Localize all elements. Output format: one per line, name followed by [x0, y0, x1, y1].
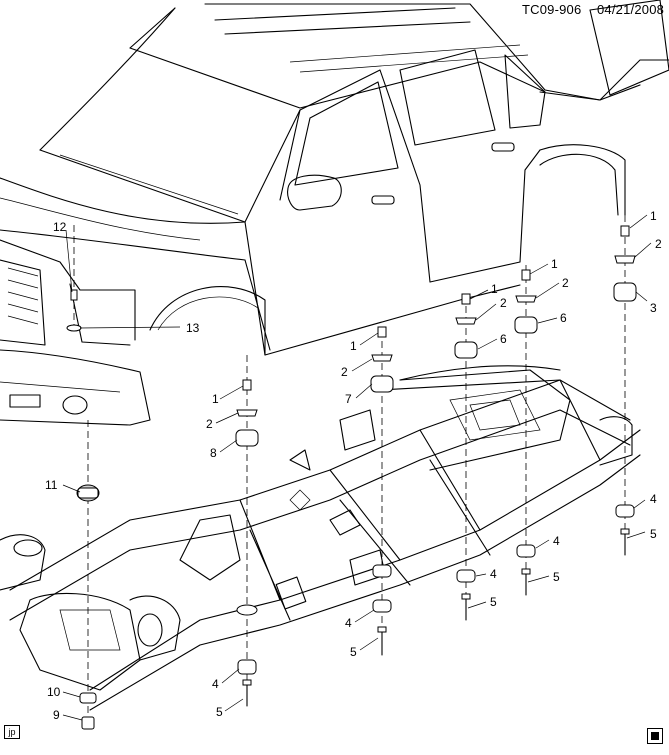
callout-5: 5 — [216, 705, 223, 719]
callout-5: 5 — [650, 527, 657, 541]
callout-1: 1 — [650, 209, 657, 223]
callout-2: 2 — [341, 365, 348, 379]
callout-5: 5 — [553, 570, 560, 584]
callout-9: 9 — [53, 708, 60, 722]
book-icon — [647, 728, 663, 744]
callout-5: 5 — [490, 595, 497, 609]
callout-6: 6 — [560, 311, 567, 325]
callout-4: 4 — [345, 616, 352, 630]
vehicle-body — [0, 0, 669, 426]
callout-5: 5 — [350, 645, 357, 659]
callout-2: 2 — [655, 237, 662, 251]
callout-1: 1 — [212, 392, 219, 406]
callout-12: 12 — [53, 220, 67, 234]
callout-numbers: 12 13 11 10 9 1 2 8 4 5 1 2 7 4 5 1 2 6 … — [45, 209, 662, 722]
callout-7: 7 — [345, 392, 352, 406]
callout-8: 8 — [210, 446, 217, 460]
callout-3: 3 — [650, 301, 657, 315]
callout-13: 13 — [186, 321, 200, 335]
callout-4: 4 — [212, 677, 219, 691]
drawing-date: 04/21/2008 — [597, 2, 665, 17]
drawing-code: TC09-906 — [522, 2, 582, 17]
corner-tag: jp — [4, 725, 20, 739]
callout-2: 2 — [562, 276, 569, 290]
callout-4: 4 — [650, 492, 657, 506]
callout-2: 2 — [500, 296, 507, 310]
callout-1: 1 — [350, 339, 357, 353]
callout-1: 1 — [551, 257, 558, 271]
callout-10: 10 — [47, 685, 61, 699]
frame-chassis — [0, 365, 641, 711]
callout-2: 2 — [206, 417, 213, 431]
callout-1: 1 — [491, 282, 498, 296]
callout-11: 11 — [45, 478, 58, 492]
callout-4: 4 — [490, 567, 497, 581]
leader-lines — [62, 214, 652, 721]
callout-6: 6 — [500, 332, 507, 346]
callout-4: 4 — [553, 534, 560, 548]
mount-parts — [66, 225, 637, 730]
